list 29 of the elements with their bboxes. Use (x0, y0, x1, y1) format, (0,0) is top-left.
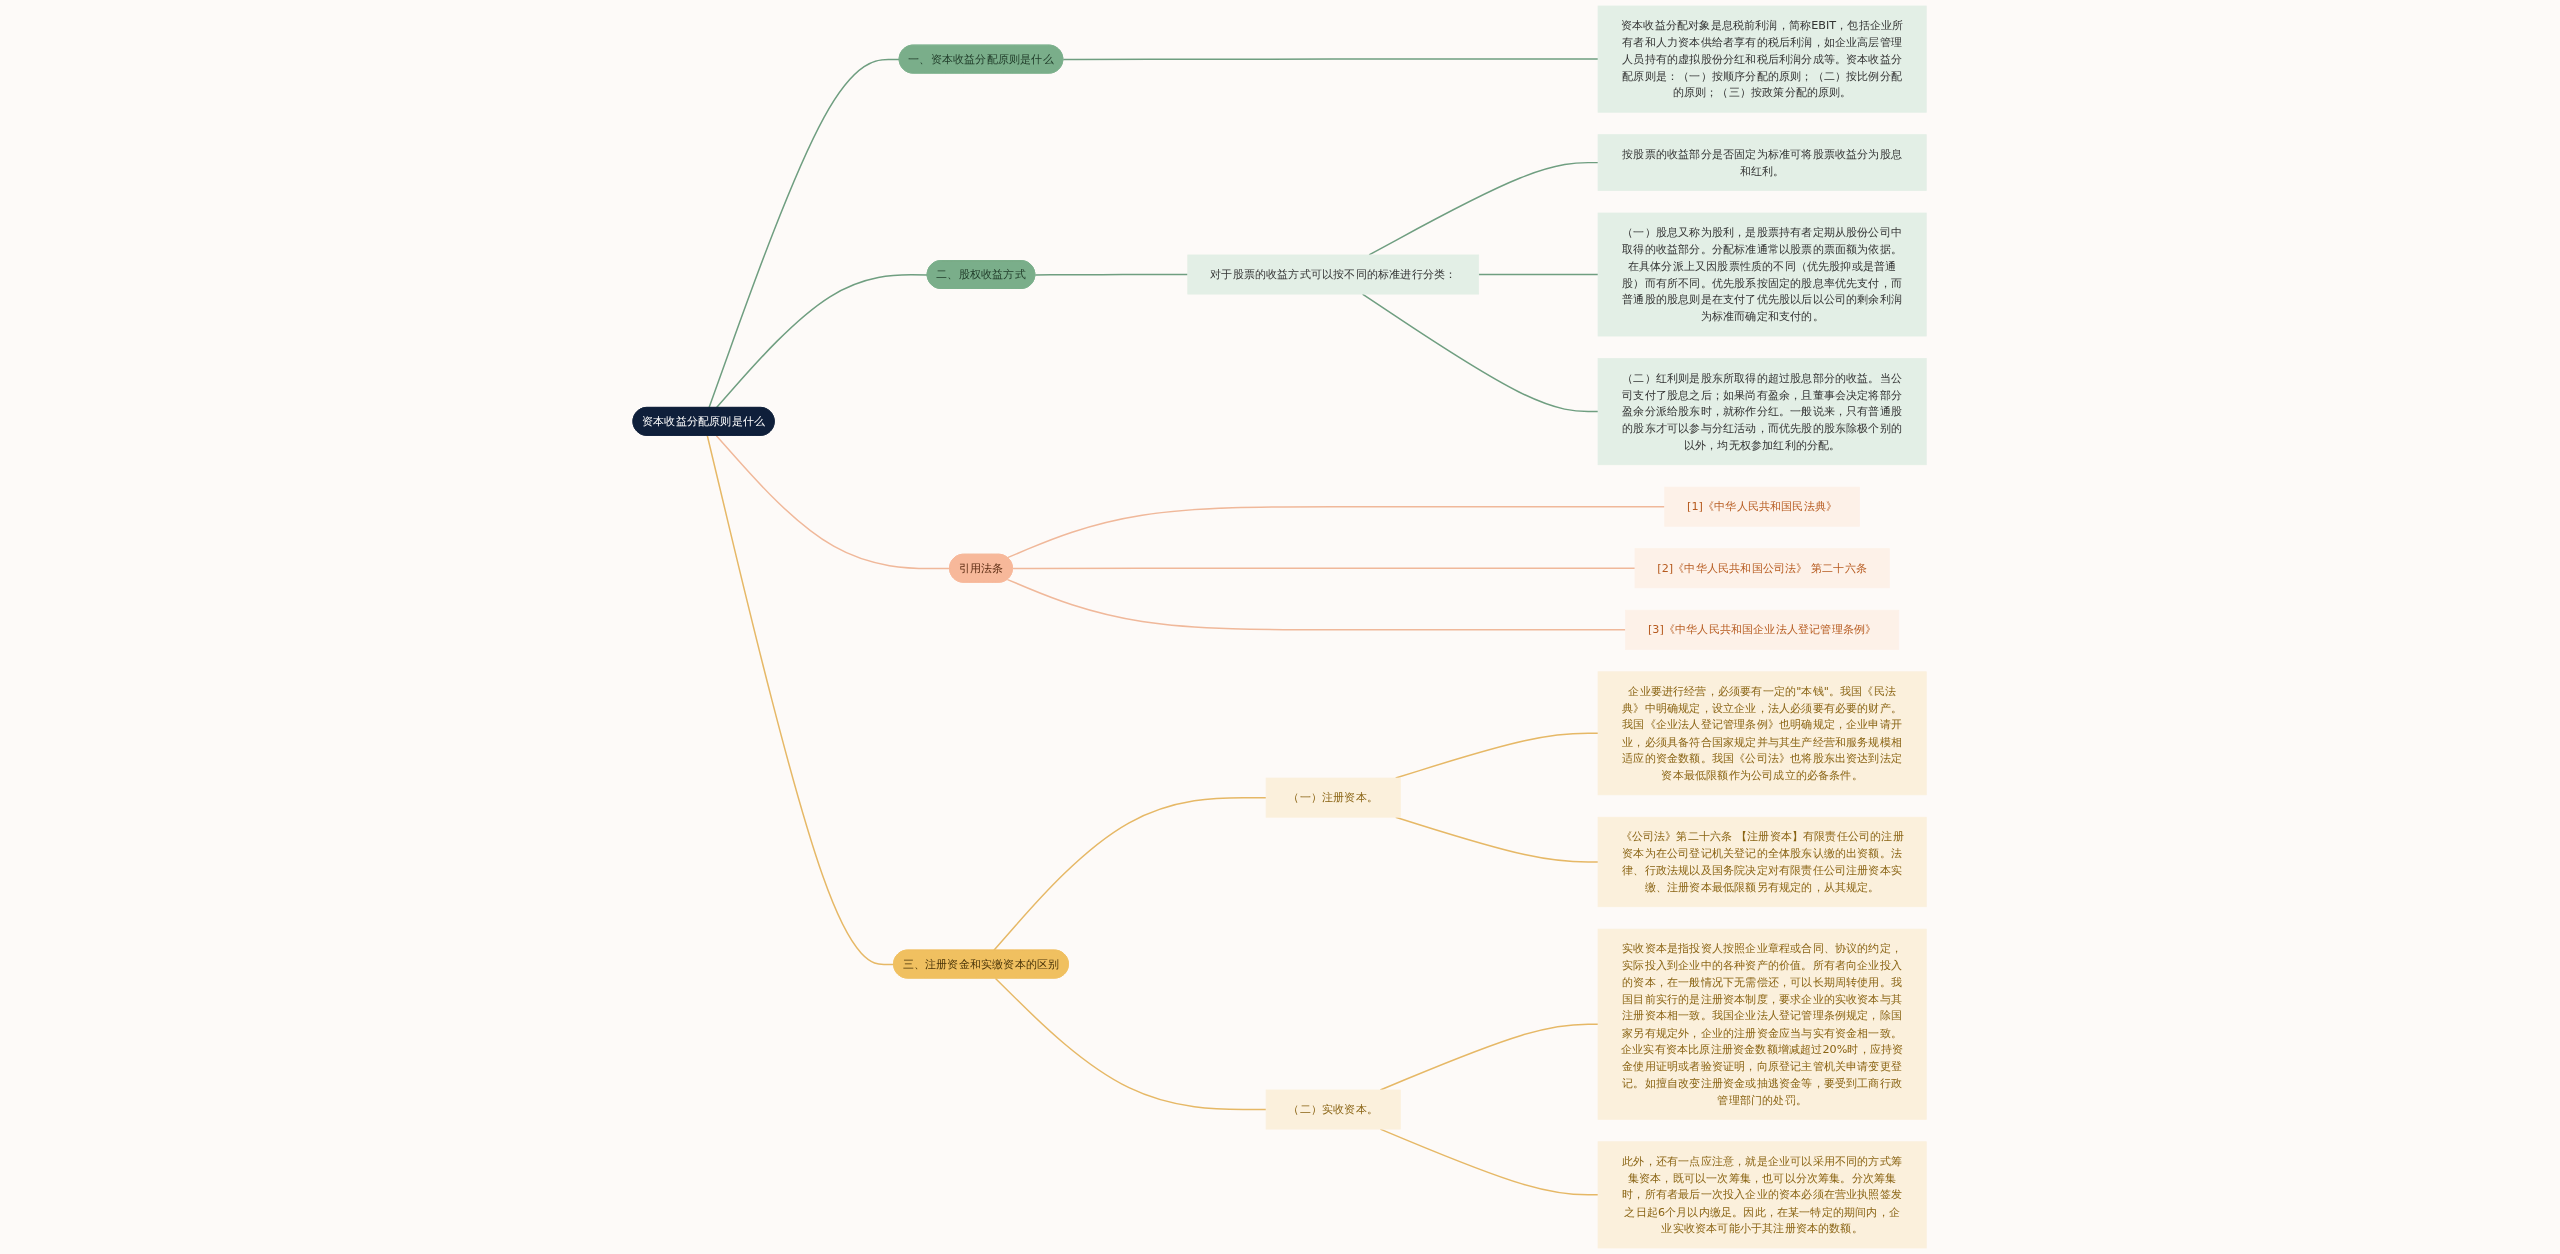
node-box: （二）红利则是股东所取得的超过股息部分的收益。当公司支付了股息之后；如果尚有盈余，且董事会决定将部分盈余分派给股东时，就称作分红。一般说来，只有普通股的股东才可以参与分红活动，而优先股的股东除极个别的以外，均无权参加红利的分配。 (1598, 358, 1928, 466)
connector (995, 977, 1268, 1111)
connector (1362, 293, 1600, 413)
connector (993, 796, 1268, 952)
node-box: （一）股息又称为股利，是股票持有者定期从股份公司中取得的收益部分。分配标准通常以股票的票面额为依据。在具体分派上又因股票性质的不同（优先股抑或是普通股）而有所不同。优先股系按固定的股息率优先支付，而普通股的股息则是在支付了优先股以后以公司的剩余利润为标准而确定和支付的。 (1598, 212, 1928, 337)
connector (1368, 161, 1600, 256)
connector (706, 435, 896, 966)
node-box: 按股票的收益部分是否固定为标准可将股票收益分为股息和红利。 (1598, 134, 1928, 191)
connector (1062, 58, 1600, 61)
connector (1034, 273, 1189, 276)
connector (1478, 273, 1600, 276)
connector (1395, 732, 1600, 779)
node-box: 对于股票的收益方式可以按不同的标准进行分类： (1187, 254, 1480, 295)
connector (716, 274, 929, 409)
connector (1007, 578, 1627, 631)
node-box: [1]《中华人民共和国民法典》 (1664, 486, 1861, 527)
node-box: [3]《中华人民共和国企业法人登记管理条例》 (1625, 609, 1900, 650)
node-box: （一）注册资本。 (1266, 777, 1402, 818)
connector (1007, 505, 1666, 559)
node-box: 实收资本是指投资人按照企业章程或合同、协议的约定，实际投入到企业中的各种资产的价值。所有者向企业投入的资本，在一般情况下无需偿还，可以长期周转使用。我国目前实行的是注册资本制度，要求企业的实收资本与其注册资本相一致。我国企业法人登记管理条例规定，除国家另有规定外，企业的注册资金应当与实有资金相一致。企业实有资本比原注册资金数额增减超过20%时，应持资金使用证明或者验资证明，向原登记主管机关申请变更登记。如擅自改变注册资金或抽逃资金等，要受到工商行政管理部门的处罚。 (1598, 928, 1928, 1120)
node-box: 此外，还有一点应注意，就是企业可以采用不同的方式筹集资本，既可以一次筹集，也可以分次筹集。分次筹集时，所有者最后一次投入企业的资本必须在营业执照签发之日起6个月以内缴足。因此，在某一特定的期间内，企业实收资本可能小于其注册资本的数额。 (1598, 1141, 1928, 1249)
connector (1012, 567, 1637, 570)
node-box: 企业要进行经营，必须要有一定的"本钱"。我国《民法典》中明确规定，设立企业，法人必须要有必要的财产。我国《企业法人登记管理条例》也明确规定，企业申请开业，必须具备符合国家规定并与其生产经营和服务规模相适应的资金数额。我国《公司法》也将股东出资达到法定资本最低限额作为公司成立的必备条件。 (1598, 671, 1928, 796)
node-box: [2]《中华人民共和国公司法》 第二十六条 (1634, 548, 1891, 589)
connector (708, 58, 901, 409)
connector (716, 435, 952, 570)
node-box: 《公司法》第二十六条 【注册资本】有限责任公司的注册资本为在公司登记机关登记的全体股东认缴的出资额。法律、行政法规以及国务院决定对有限责任公司注册资本实缴、注册资本最低限额另有规定的，从其规定。 (1598, 816, 1928, 908)
node-box: 资本收益分配对象是息税前利润，简称EBIT，包括企业所有者和人力资本供给者享有的税后利润，如企业高层管理人员持有的虚拟股份分红和税后利润分成等。资本收益分配原则是：（一）按顺序分配的原则；（二）按比例分配的原则；（三）按政策分配的原则。 (1598, 5, 1928, 113)
node-box: （二）实收资本。 (1266, 1089, 1402, 1130)
